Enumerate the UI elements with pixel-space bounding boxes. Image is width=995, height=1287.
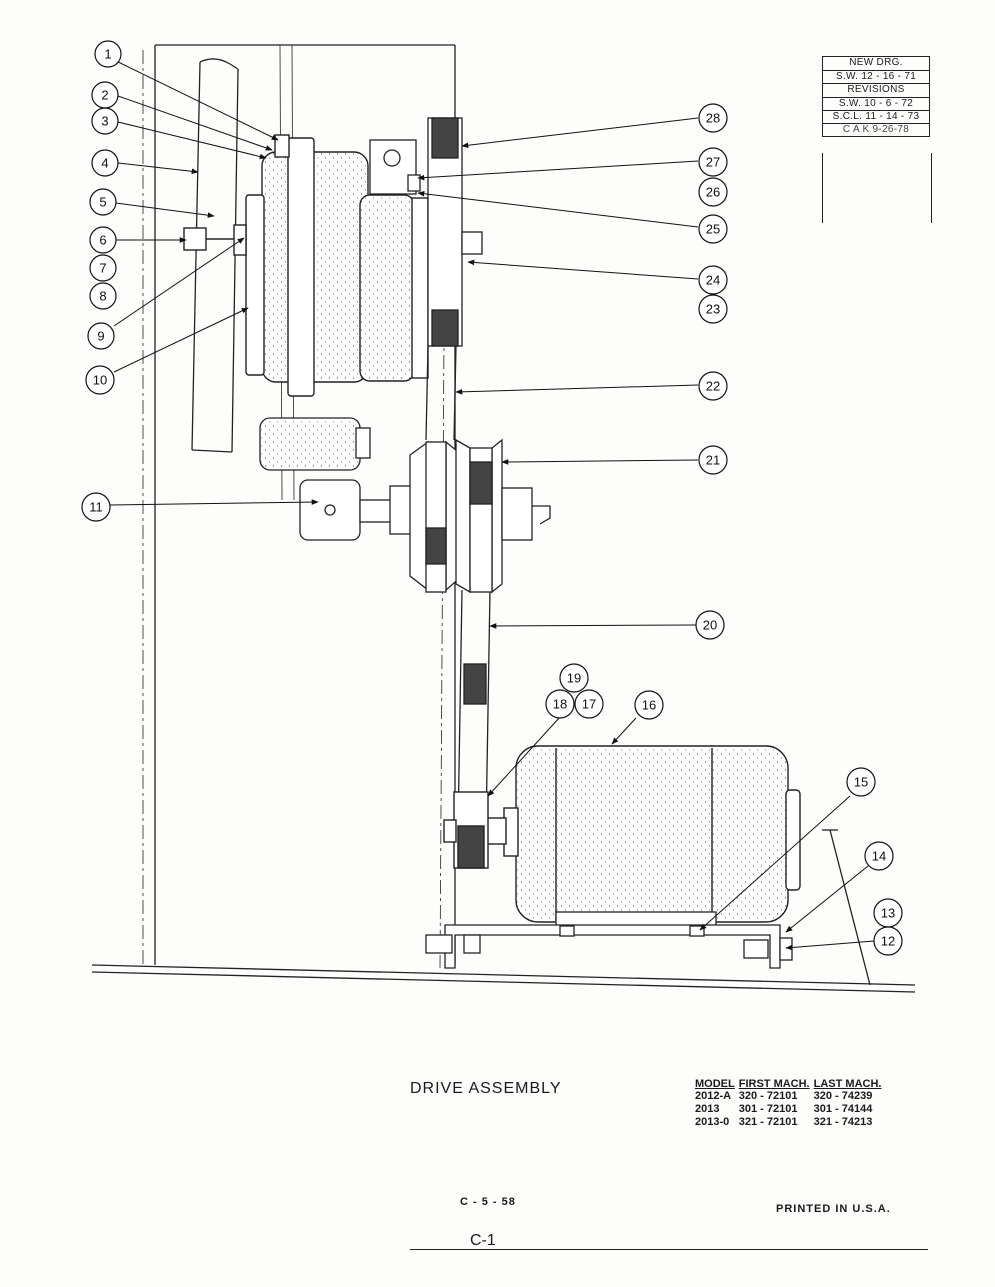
motor-mount bbox=[425, 911, 793, 969]
column-header: FIRST MACH. bbox=[738, 1078, 810, 1090]
callout-21-label: 21 bbox=[706, 453, 720, 468]
callout-20 bbox=[695, 610, 725, 640]
callout-7-label: 7 bbox=[99, 261, 106, 276]
gear-housing bbox=[183, 134, 429, 397]
callout-24 bbox=[698, 265, 728, 295]
bottom-rule bbox=[410, 1249, 928, 1250]
callout-27 bbox=[698, 147, 728, 177]
callout-balloons bbox=[81, 40, 903, 956]
callout-28 bbox=[698, 103, 728, 133]
callout-19-label: 19 bbox=[567, 671, 581, 686]
clevis-bracket bbox=[369, 139, 421, 195]
callout-16 bbox=[634, 690, 664, 720]
callout-9-label: 9 bbox=[97, 329, 104, 344]
double-sheave bbox=[409, 438, 551, 594]
callout-11 bbox=[81, 492, 111, 522]
callout-9 bbox=[87, 322, 115, 350]
revisions-label: REVISIONS bbox=[822, 83, 930, 97]
table-row: 2013-0 321 - 72101 321 - 74213 bbox=[695, 1116, 885, 1129]
callout-3-label: 3 bbox=[101, 114, 108, 129]
callout-22-label: 22 bbox=[706, 379, 720, 394]
new-drawing-entry: S.W. 12 - 16 - 71 bbox=[822, 70, 930, 83]
revision-entry: C A K 9-26-78 bbox=[822, 123, 930, 137]
callout-26 bbox=[698, 177, 728, 207]
callout-16-label: 16 bbox=[642, 698, 656, 713]
callout-26-label: 26 bbox=[706, 185, 720, 200]
callout-20-label: 20 bbox=[703, 618, 717, 633]
callout-5 bbox=[89, 188, 117, 216]
callout-15 bbox=[846, 767, 876, 797]
printed-in-usa: PRINTED IN U.S.A. bbox=[776, 1203, 891, 1215]
drive-belts bbox=[425, 345, 491, 831]
first-mach-cell: 320 - 72101 bbox=[738, 1090, 798, 1102]
callout-22 bbox=[698, 371, 728, 401]
callout-21 bbox=[698, 445, 728, 475]
revision-block: NEW DRG. S.W. 12 - 16 - 71 REVISIONS S.W… bbox=[822, 56, 930, 137]
callout-18-label: 18 bbox=[553, 697, 567, 712]
callout-17-label: 17 bbox=[582, 697, 596, 712]
column-header: MODEL bbox=[695, 1078, 735, 1090]
last-mach-cell: 301 - 74144 bbox=[813, 1103, 873, 1115]
page-number: C-1 bbox=[470, 1232, 496, 1249]
drawing-title: DRIVE ASSEMBLY bbox=[410, 1080, 562, 1097]
revision-entry: S.W. 10 - 6 - 72 bbox=[822, 97, 930, 110]
table-row: 2013 301 - 72101 301 - 74144 bbox=[695, 1103, 885, 1116]
first-mach-cell: 321 - 72101 bbox=[738, 1116, 798, 1128]
new-drawing-label: NEW DRG. bbox=[822, 56, 930, 70]
callout-24-label: 24 bbox=[706, 273, 720, 288]
revision-entry: S.C.L. 11 - 14 - 73 bbox=[822, 110, 930, 123]
column-header: LAST MACH. bbox=[813, 1078, 882, 1090]
callout-7 bbox=[89, 254, 117, 282]
callout-10 bbox=[85, 365, 115, 395]
callout-27-label: 27 bbox=[706, 155, 720, 170]
last-mach-cell: 321 - 74213 bbox=[813, 1116, 873, 1128]
callout-18 bbox=[545, 689, 575, 719]
callout-23 bbox=[698, 294, 728, 324]
callout-25 bbox=[698, 214, 728, 244]
callout-13-label: 13 bbox=[881, 906, 895, 921]
lower-gearbox bbox=[259, 417, 417, 541]
leader-lines bbox=[109, 57, 875, 951]
callout-1-label: 1 bbox=[104, 47, 111, 62]
vertical-pipe bbox=[191, 58, 239, 453]
callout-3 bbox=[91, 107, 119, 135]
callout-8-label: 8 bbox=[99, 289, 106, 304]
callout-12-label: 12 bbox=[881, 934, 895, 949]
model-cell: 2013-0 bbox=[695, 1116, 730, 1128]
callout-4-label: 4 bbox=[101, 156, 108, 171]
callout-15-label: 15 bbox=[854, 775, 868, 790]
revision-block-border bbox=[822, 153, 932, 223]
callout-23-label: 23 bbox=[706, 302, 720, 317]
callout-numbers: 1 2 3 4 5 6 7 8 9 10 11 28 27 26 25 24 2… bbox=[89, 47, 895, 949]
callout-5-label: 5 bbox=[99, 195, 106, 210]
callout-28-label: 28 bbox=[706, 111, 720, 126]
callout-25-label: 25 bbox=[706, 222, 720, 237]
callout-11-label: 11 bbox=[89, 500, 103, 515]
upper-pulley bbox=[427, 117, 483, 347]
callout-17 bbox=[574, 689, 604, 719]
callout-4 bbox=[91, 149, 119, 177]
form-number: C - 5 - 58 bbox=[460, 1196, 516, 1208]
callout-14-label: 14 bbox=[872, 849, 886, 864]
model-cell: 2013 bbox=[695, 1103, 720, 1115]
model-serial-table: MODEL FIRST MACH. LAST MACH. 2012-A 320 … bbox=[695, 1078, 885, 1129]
first-mach-cell: 301 - 72101 bbox=[738, 1103, 798, 1115]
callout-6 bbox=[89, 226, 117, 254]
callout-2-label: 2 bbox=[101, 88, 108, 103]
callout-8 bbox=[89, 282, 117, 310]
table-header-row: MODEL FIRST MACH. LAST MACH. bbox=[695, 1078, 885, 1090]
callout-19 bbox=[559, 663, 589, 693]
table-row: 2012-A 320 - 72101 320 - 74239 bbox=[695, 1090, 885, 1103]
callout-14 bbox=[864, 841, 894, 871]
callout-12 bbox=[873, 926, 903, 956]
callout-1 bbox=[94, 40, 122, 68]
callout-6-label: 6 bbox=[99, 233, 106, 248]
last-mach-cell: 320 - 74239 bbox=[813, 1090, 873, 1102]
model-cell: 2012-A bbox=[695, 1090, 732, 1102]
callout-10-label: 10 bbox=[93, 373, 107, 388]
electric-motor bbox=[443, 745, 801, 923]
